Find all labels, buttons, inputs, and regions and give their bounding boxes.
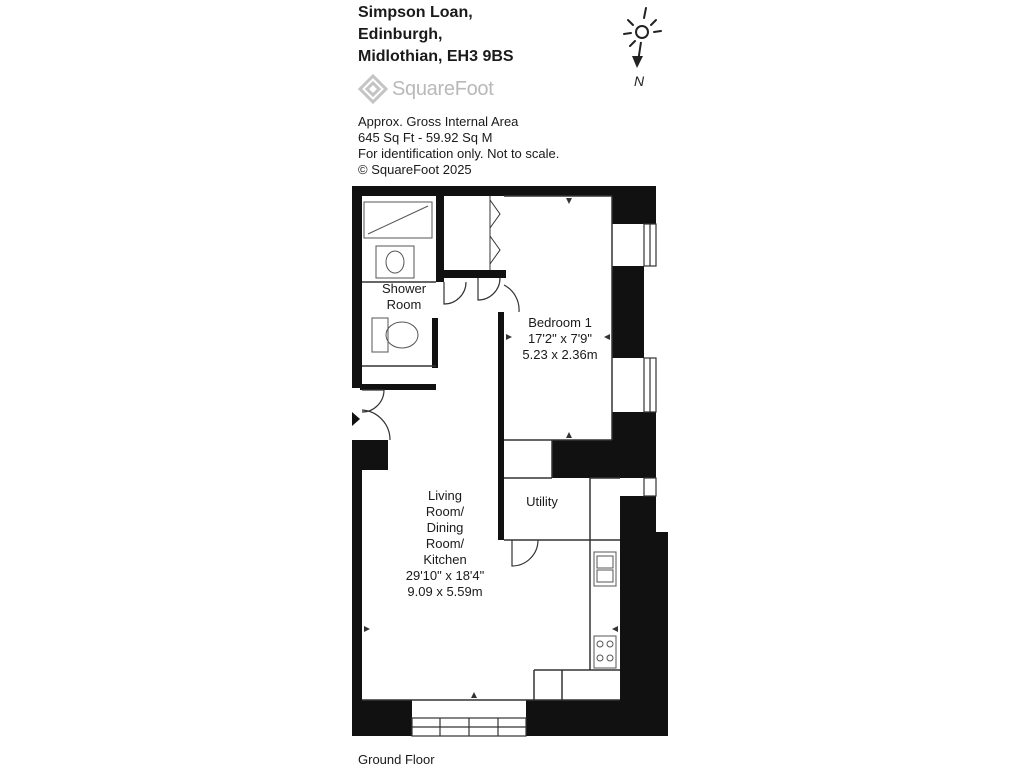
kitchen-sink-icon	[593, 551, 617, 587]
living-label-5: Kitchen	[423, 552, 466, 567]
doors	[361, 277, 539, 567]
living-metric: 9.09 x 5.59m	[407, 584, 482, 599]
address-block: Simpson Loan, Edinburgh, Midlothian, EH3…	[358, 2, 514, 68]
squarefoot-logo-icon	[358, 74, 388, 104]
living-label-3: Dining	[427, 520, 464, 535]
area-title: Approx. Gross Internal Area	[358, 114, 519, 129]
address-line-3: Midlothian, EH3 9BS	[358, 48, 514, 65]
area-info: Approx. Gross Internal Area 645 Sq Ft - …	[358, 114, 559, 178]
copyright: © SquareFoot 2025	[358, 162, 472, 177]
compass: N	[623, 7, 662, 89]
floor-label: Ground Floor	[358, 752, 435, 767]
living-imperial: 29'10" x 18'4"	[406, 568, 485, 583]
disclaimer: For identification only. Not to scale.	[358, 146, 560, 161]
interior-lines	[362, 195, 620, 701]
walls	[352, 186, 668, 736]
shower-tray-icon	[363, 201, 433, 239]
entrance-arrow-icon	[352, 412, 360, 426]
utility-label: Utility	[526, 494, 558, 509]
living-label-4: Room/	[426, 536, 465, 551]
sink-icon	[375, 245, 415, 279]
toilet-icon	[371, 317, 419, 353]
living-label-1: Living	[428, 488, 462, 503]
squarefoot-logo: SquareFoot	[358, 74, 494, 104]
north-label: N	[634, 73, 645, 89]
area-value: 645 Sq Ft - 59.92 Sq M	[358, 130, 493, 145]
hob-icon	[593, 635, 617, 669]
living-label-2: Room/	[426, 504, 465, 519]
windows	[411, 223, 657, 737]
address-line-1: Simpson Loan,	[358, 4, 473, 21]
compass-sun-icon	[623, 7, 662, 47]
wardrobe-icon	[489, 196, 501, 270]
shower-room-label-1: Shower	[382, 281, 427, 296]
north-arrow-icon	[632, 41, 643, 68]
bedroom-metric: 5.23 x 2.36m	[522, 347, 597, 362]
bedroom-imperial: 17'2" x 7'9"	[528, 331, 592, 346]
bedroom-name: Bedroom 1	[528, 315, 592, 330]
logo-text: SquareFoot	[392, 77, 494, 100]
shower-room-label-2: Room	[387, 297, 422, 312]
address-line-2: Edinburgh,	[358, 26, 443, 43]
measure-ticks	[364, 198, 618, 698]
